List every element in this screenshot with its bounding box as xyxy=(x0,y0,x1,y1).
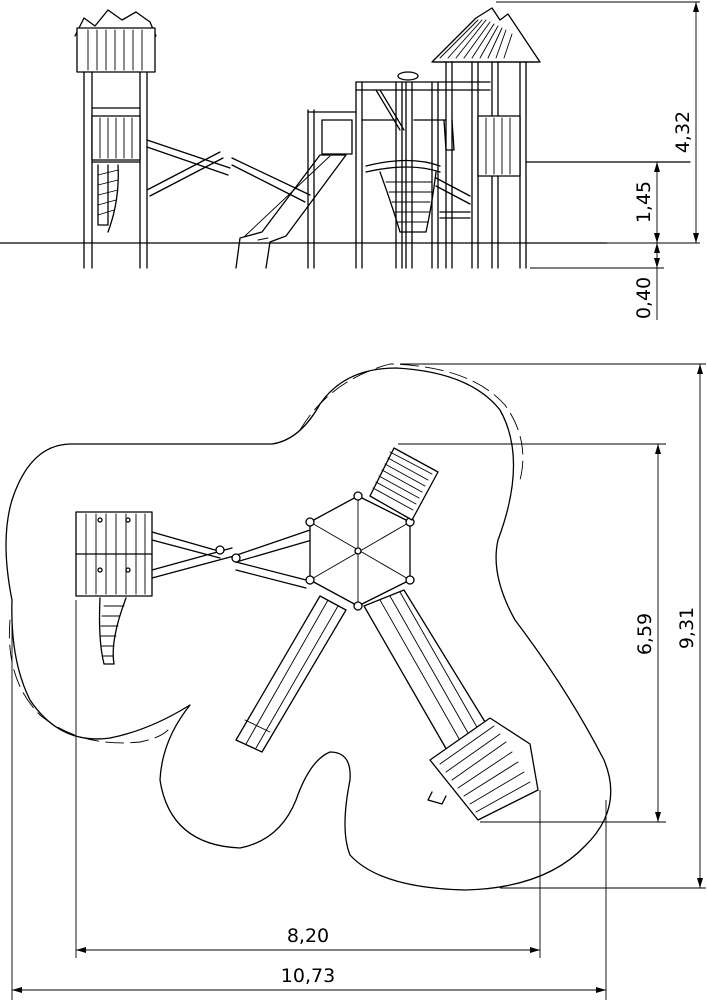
left-tower-top-panel xyxy=(76,27,156,73)
left-tower xyxy=(74,9,157,269)
slide xyxy=(235,154,347,269)
plan-slide xyxy=(235,595,347,753)
dim-foundation-depth: 0,40 xyxy=(633,277,655,319)
plan-dimensions: 6,59 9,31 8,20 10,73 xyxy=(11,363,706,1000)
dim-plan-width-inner: 8,20 xyxy=(287,925,329,947)
dim-plan-width-outer: 10,73 xyxy=(281,965,335,987)
dim-plan-depth-inner: 6,59 xyxy=(634,613,656,655)
elevation-view: 4,32 1,45 0,40 xyxy=(0,1,700,320)
left-tower-roof-peak xyxy=(74,9,157,37)
plan-hexagon xyxy=(305,491,415,611)
plan-tunnel xyxy=(369,447,439,521)
dim-total-height: 4,32 xyxy=(672,111,694,153)
plan-ramp xyxy=(363,589,539,821)
plan-beams xyxy=(151,529,313,589)
connecting-beams xyxy=(146,139,311,203)
elevation-dimensions: 4,32 1,45 0,40 xyxy=(496,1,700,320)
center-tower xyxy=(431,7,691,269)
middle-frame xyxy=(307,71,491,269)
safety-area-outline xyxy=(5,367,612,891)
dim-plan-depth-outer: 9,31 xyxy=(676,607,698,649)
plan-left-tower xyxy=(75,511,153,665)
center-side-panel xyxy=(477,115,521,177)
plan-view: 6,59 9,31 8,20 10,73 xyxy=(5,363,706,1000)
center-roof xyxy=(431,7,541,63)
dim-platform-height: 1,45 xyxy=(633,181,655,223)
plan-end-platform xyxy=(429,717,539,821)
safety-area-dashed xyxy=(299,363,524,481)
